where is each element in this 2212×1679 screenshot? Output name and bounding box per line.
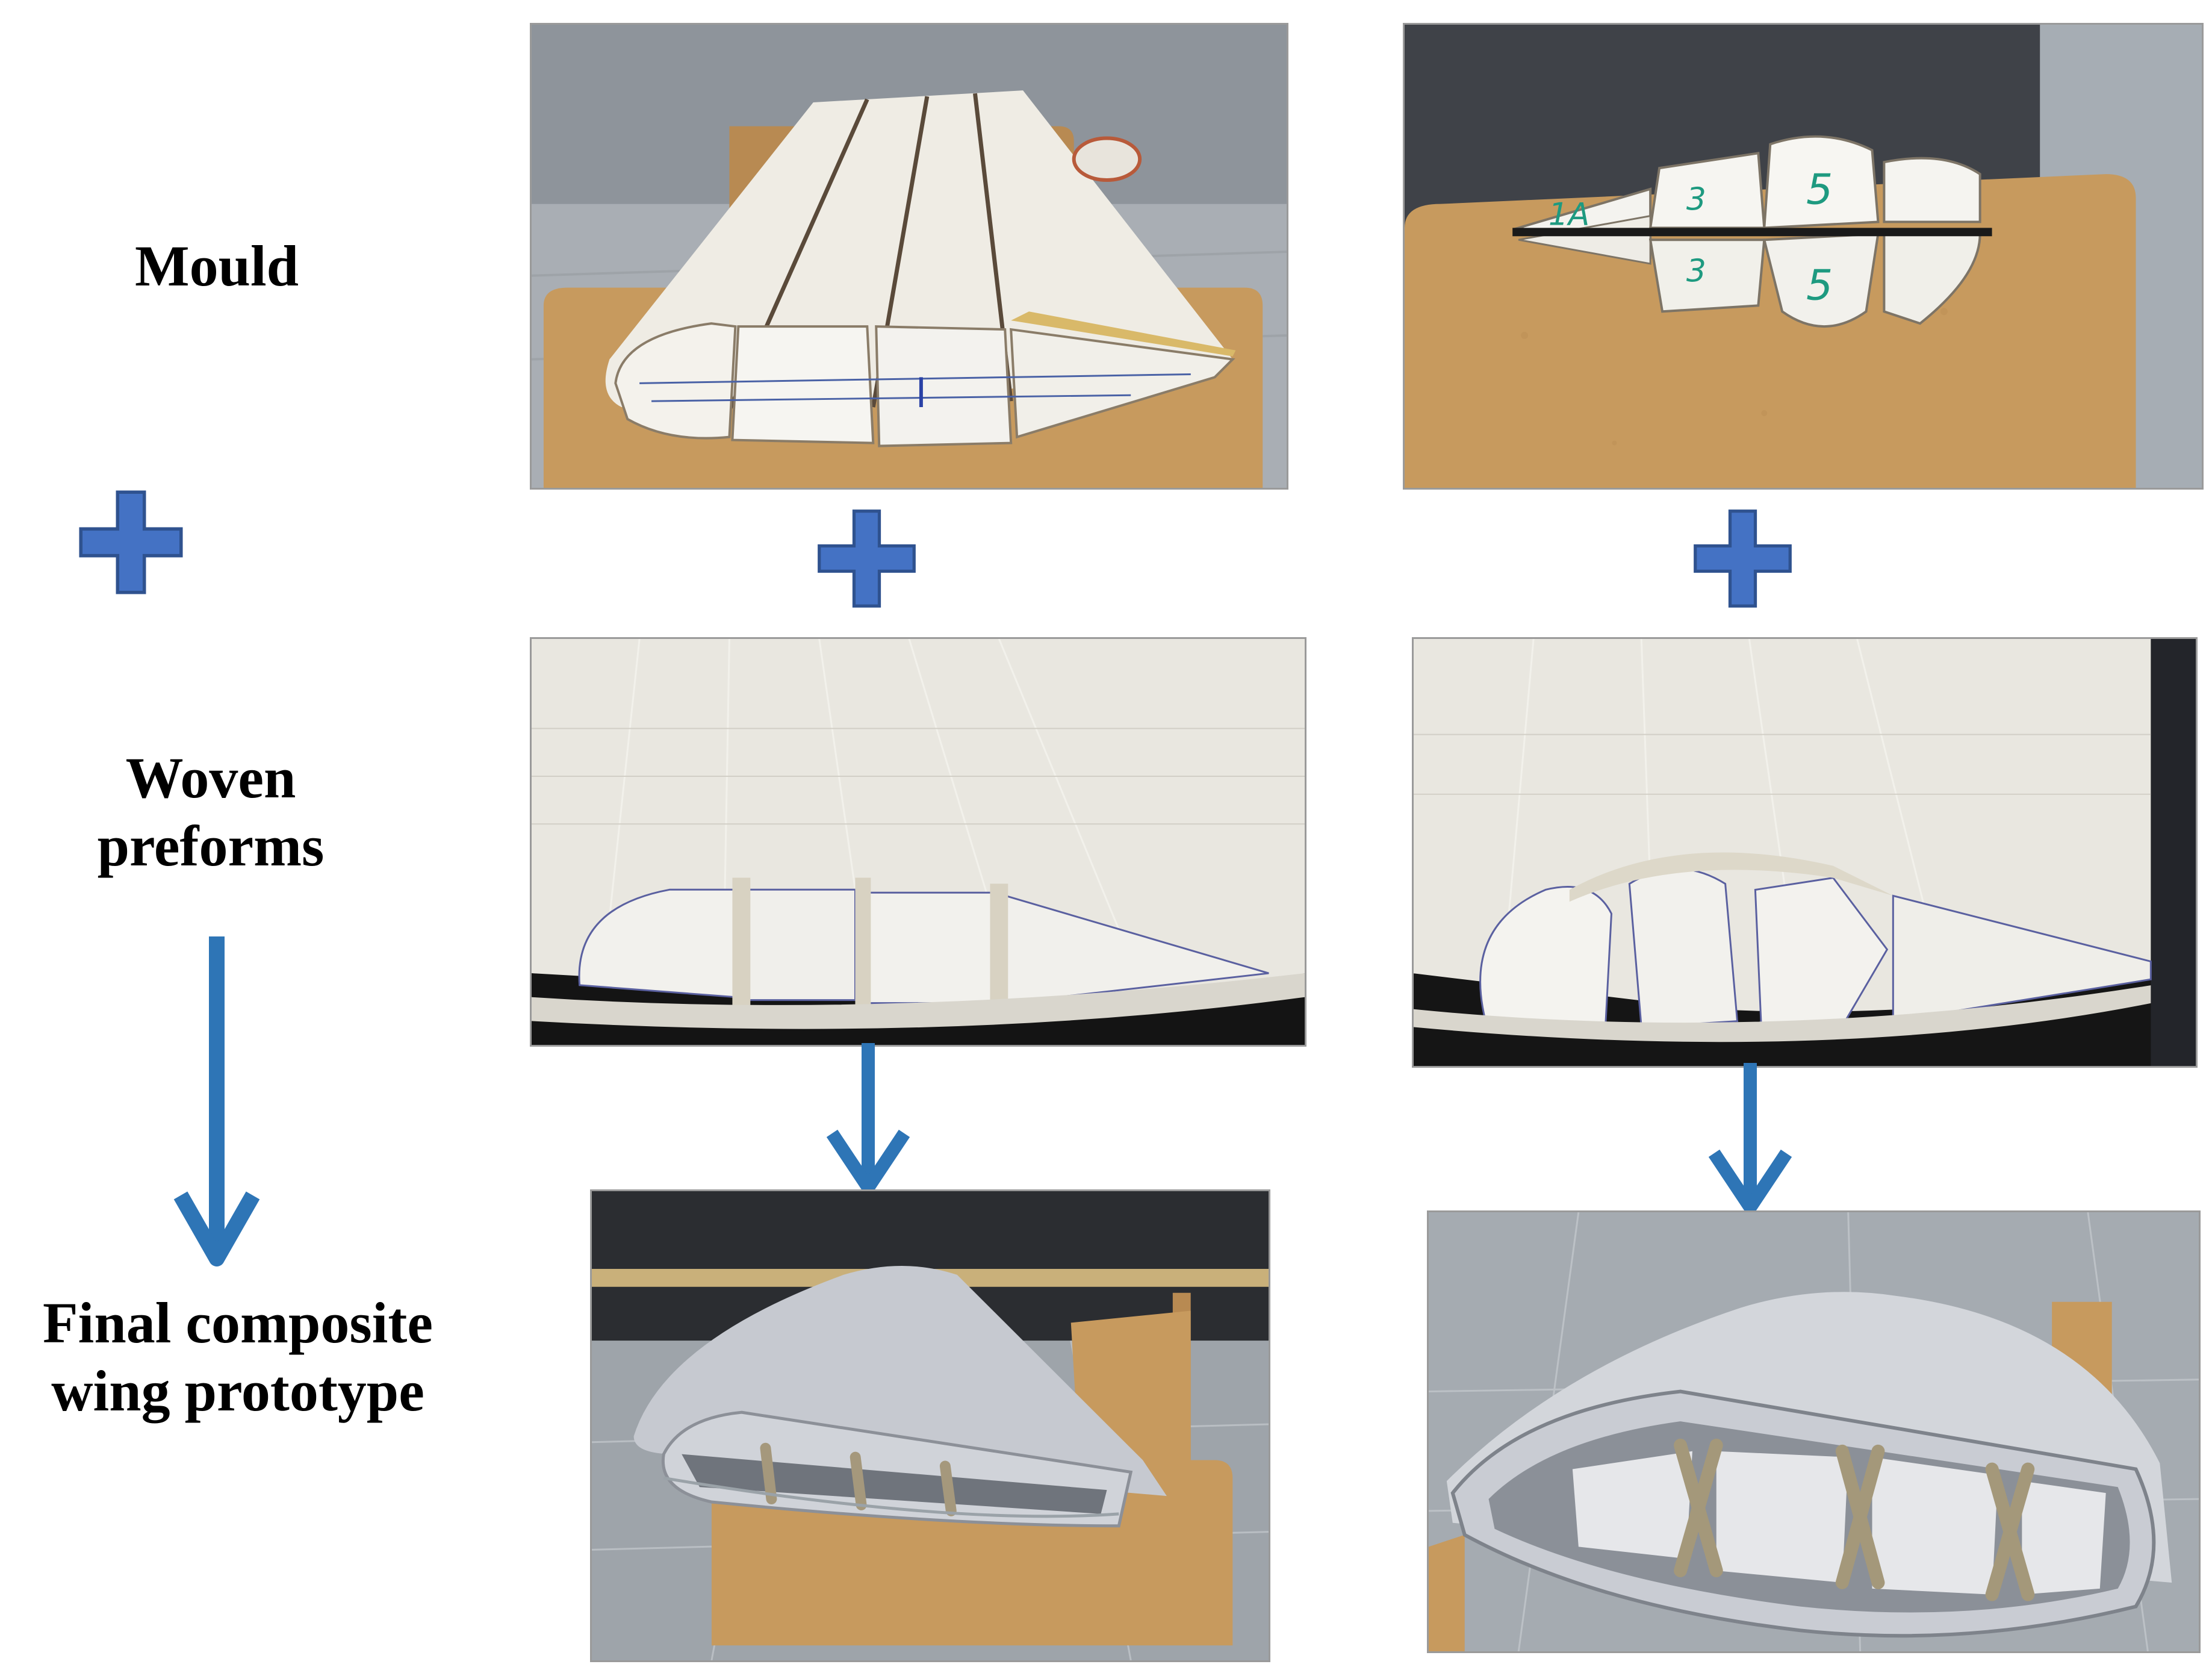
mould-mark: 3: [1686, 254, 1706, 290]
label-final-prototype: Final composite wing prototype: [0, 1289, 476, 1425]
label-final-line1: Final composite: [43, 1291, 433, 1355]
arrow-down-icon: [825, 1043, 912, 1194]
arrow-down-icon: [1707, 1063, 1794, 1214]
mould-mark: 5: [1806, 261, 1833, 310]
plus-icon: [1690, 506, 1795, 611]
mould-photo-tapered-wing: [530, 23, 1288, 490]
mould-photo-multi-cell-wing: 1A 3 5 3 5: [1403, 23, 2204, 490]
label-mould: Mould: [134, 234, 299, 298]
mould-mark: 1A: [1549, 196, 1589, 232]
label-final-line2: wing prototype: [51, 1359, 424, 1424]
final-prototype-photo-tapered-wing: [590, 1189, 1270, 1662]
woven-preform-photo-multi-cell-wing: [1412, 637, 2198, 1068]
mould-mark: 3: [1686, 182, 1706, 218]
final-prototype-photo-multi-cell-wing: [1427, 1210, 2201, 1653]
plus-icon: [814, 506, 919, 611]
arrow-down-icon: [173, 936, 260, 1271]
label-woven-preforms: Woven preforms: [24, 744, 397, 880]
woven-preform-photo-tapered-wing: [530, 637, 1306, 1047]
label-woven-line2: preforms: [97, 814, 325, 879]
plus-icon: [75, 487, 187, 598]
label-woven-line1: Woven: [125, 746, 296, 810]
mould-mark: 5: [1806, 166, 1833, 214]
